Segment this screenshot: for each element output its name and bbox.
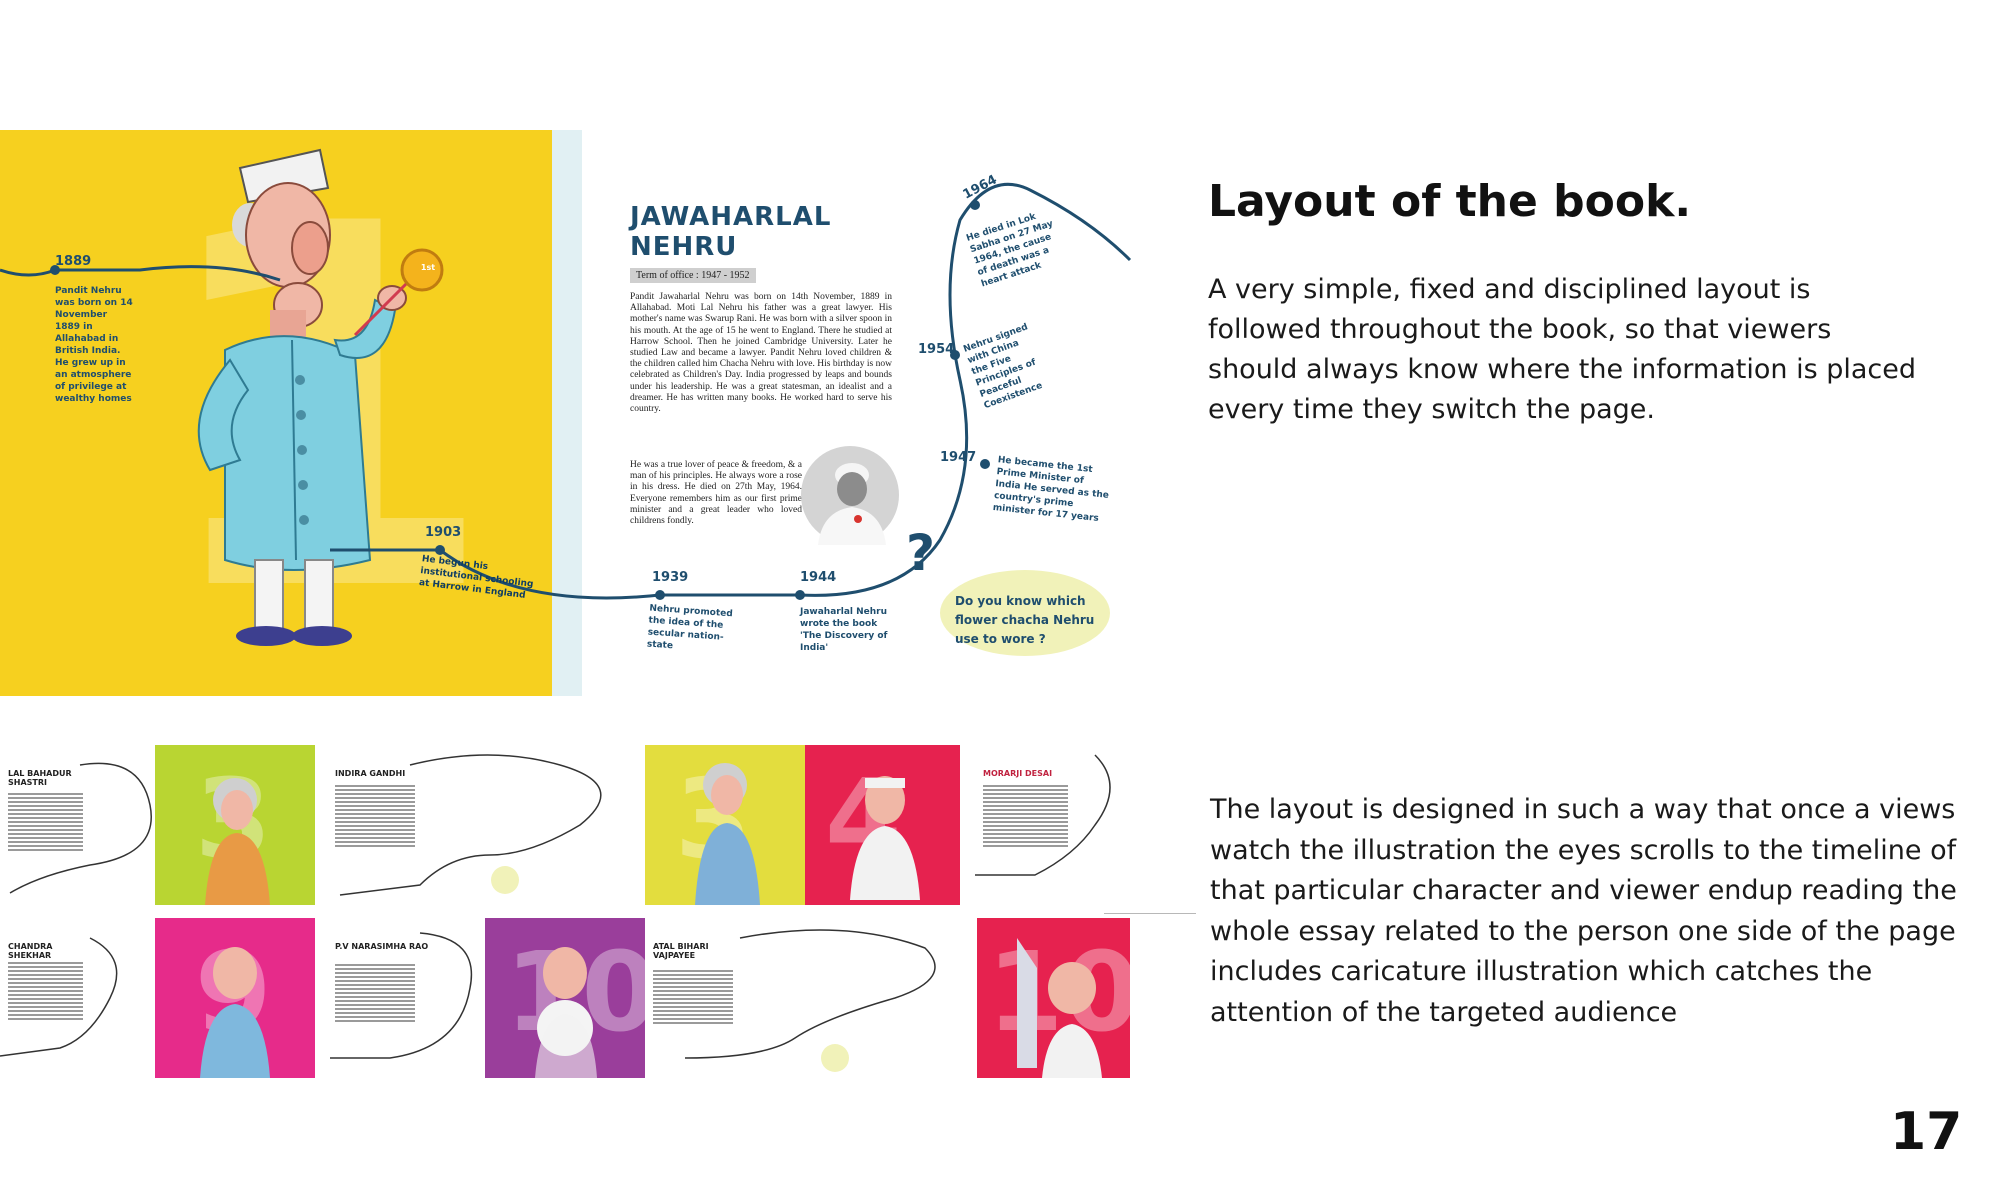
timeline-note: Nehru promoted the idea of the secular n…	[646, 603, 734, 652]
thumbnail-timeline	[330, 932, 473, 1059]
thumbnail-spread: ATAL BIHARI VAJPAYEE	[645, 918, 960, 1078]
thumbnail-illustration-panel: 4	[805, 745, 960, 905]
caricature-icon	[1017, 938, 1102, 1078]
svg-text:?: ?	[906, 524, 935, 582]
caricature-icon	[850, 776, 920, 900]
page-number: 17	[1890, 1102, 1963, 1162]
thumbnail-spread: CHANDRA SHEKHAR 9	[0, 918, 315, 1078]
essay-paragraph-1: Pandit Jawaharlal Nehru was born on 14th…	[630, 292, 892, 415]
question-text: Do you know which flower chacha Nehru us…	[955, 594, 1095, 646]
timeline-note: Pandit Nehru was born on 14 November 188…	[55, 286, 133, 404]
thumbnail-timeline	[0, 937, 118, 1057]
timeline-year: 1903	[425, 525, 462, 540]
illustration-page: 1 st	[0, 130, 552, 696]
timeline-year: 1947	[940, 450, 977, 465]
thumbnail-text-block	[8, 962, 83, 1022]
thumbnail-timeline	[975, 754, 1111, 876]
essay-paragraph-2: He was a true lover of peace & freedom, …	[630, 460, 802, 527]
page-spine	[552, 130, 582, 696]
thumbnail-illustration-panel: 10	[485, 918, 645, 1078]
thumbnail-illustration-panel: 3	[155, 745, 315, 905]
thumbnail-spread: MORARJI DESAI	[975, 745, 1290, 905]
timeline-note: Jawaharlal Nehru wrote the book 'The Dis…	[800, 607, 888, 653]
timeline-year: 1939	[652, 570, 689, 585]
thumbnail-spread: INDIRA GANDHI	[330, 745, 645, 905]
thumbnail-spread: LAL BAHADUR SHASTRI 3	[0, 745, 315, 905]
thumbnail-text-block	[653, 970, 733, 1026]
thumbnail-leader-name: P.V NARASIMHA RAO	[335, 942, 429, 951]
nehru-portrait-photo	[801, 446, 899, 545]
thumbnail-leader-name: ATAL BIHARI VAJPAYEE	[653, 942, 709, 960]
thumbnail-timeline	[684, 929, 936, 1072]
timeline-path: ?	[0, 182, 1132, 600]
thumbnail-spread: P.V NARASIMHA RAO 10	[330, 918, 645, 1078]
page-title: Layout of the book.	[1208, 176, 1692, 227]
description-paragraph-1: A very simple, fixed and disciplined lay…	[1208, 274, 1917, 425]
caricature-icon	[535, 947, 597, 1078]
timeline-note: He became the 1st Prime Minister of Indi…	[992, 455, 1110, 524]
nehru-caricature-illustration	[197, 148, 444, 646]
description-paragraph-2: The layout is designed in such a way tha…	[1210, 794, 1957, 1028]
thumbnail-spread: 10	[975, 918, 1290, 1078]
caricature-icon	[695, 763, 760, 905]
leader-name-line1: JAWAHARLAL	[630, 202, 832, 232]
caricature-icon	[200, 947, 270, 1078]
caricature-icon	[205, 778, 270, 905]
divider-line	[1104, 913, 1196, 914]
thumbnail-timeline	[339, 754, 602, 896]
thumbnail-text-block	[335, 785, 415, 849]
thumbnail-text-block	[983, 785, 1068, 849]
thumbnail-illustration-panel: 10	[977, 918, 1140, 1078]
question-bubble	[940, 570, 1110, 656]
thumbnail-leader-name: CHANDRA SHEKHAR	[8, 942, 53, 960]
book-spread-nehru: 1 st	[0, 130, 1133, 696]
timeline-year: 1889	[55, 254, 92, 269]
timeline-year: 1954	[918, 342, 955, 357]
term-of-office: Term of office : 1947 - 1952	[630, 268, 756, 283]
timeline-year: 1944	[800, 570, 837, 585]
leader-name: JAWAHARLAL NEHRU	[630, 202, 890, 262]
medal-label: 1st	[420, 263, 436, 272]
thumbnail-timeline	[9, 762, 152, 894]
thumbnail-text-block	[8, 793, 83, 853]
thumbnail-text-block	[335, 964, 415, 1024]
thumbnail-leader-name: MORARJI DESAI	[983, 769, 1053, 778]
thumbnail-illustration-panel: 3	[645, 745, 805, 905]
thumbnail-illustration-panel: 9	[155, 918, 315, 1078]
thumbnail-spread: 3 4	[645, 745, 960, 905]
thumbnail-leader-name: INDIRA GANDHI	[335, 769, 406, 778]
leader-name-line2: NEHRU	[630, 232, 738, 262]
thumbnail-leader-name: LAL BAHADUR SHASTRI	[8, 769, 72, 787]
